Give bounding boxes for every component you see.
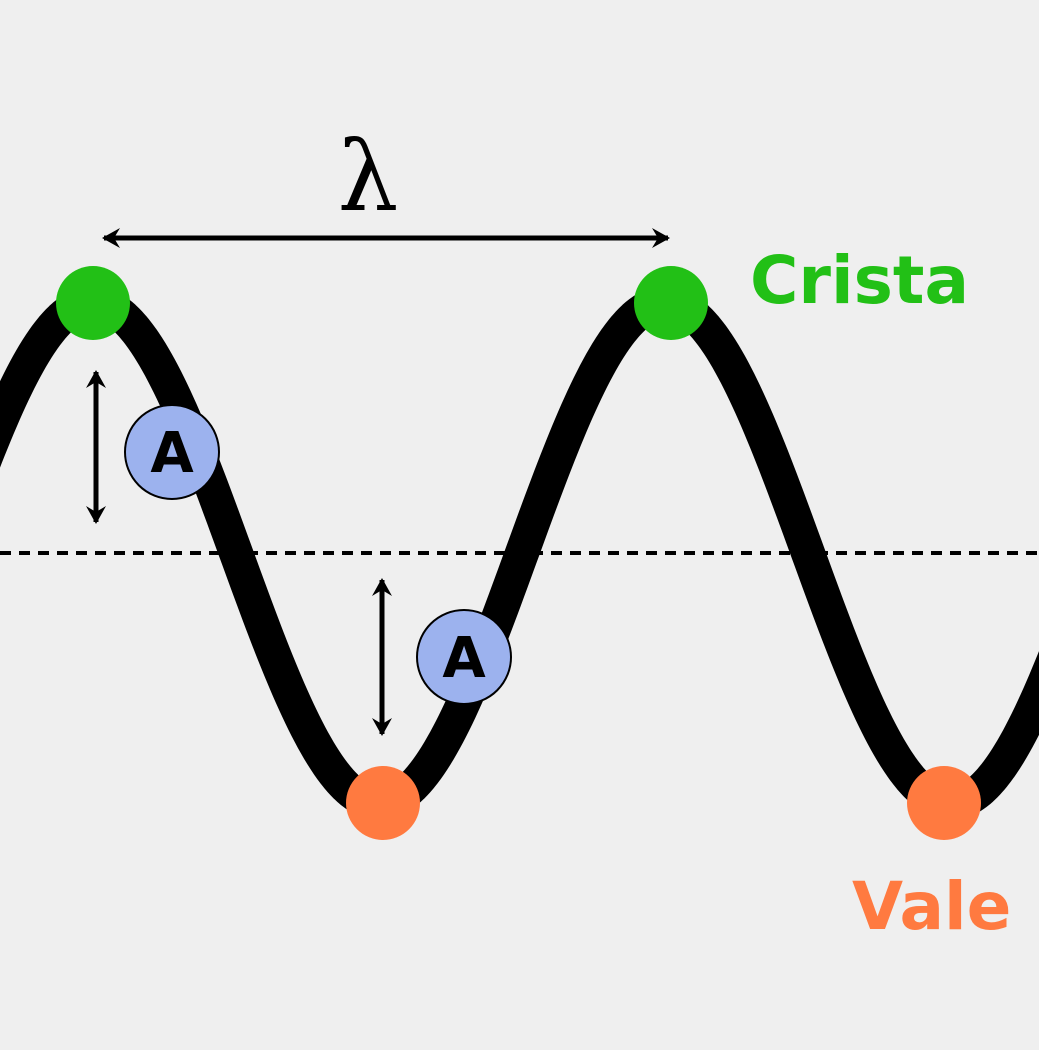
- amplitude-symbol-lower: A: [442, 626, 486, 691]
- trough-dot: [907, 766, 981, 840]
- wave-curve: [0, 286, 1039, 820]
- crest-dot: [56, 266, 130, 340]
- crest-label: Crista: [750, 242, 969, 319]
- crest-dot: [634, 266, 708, 340]
- amplitude-badge-upper: A: [124, 404, 220, 500]
- trough-dot: [346, 766, 420, 840]
- trough-label: Vale: [852, 868, 1011, 945]
- amplitude-symbol-upper: A: [150, 421, 194, 486]
- wavelength-symbol: λ: [338, 121, 399, 233]
- amplitude-badge-lower: A: [416, 609, 512, 705]
